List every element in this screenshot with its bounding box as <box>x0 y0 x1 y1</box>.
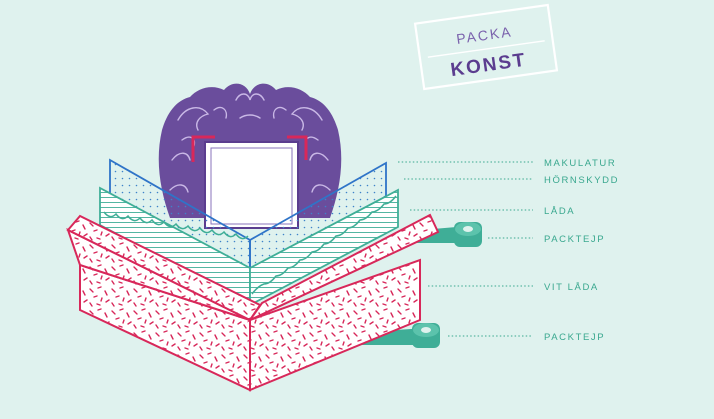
label-makulatur: MAKULATUR <box>544 158 616 169</box>
leader-lines <box>398 161 533 337</box>
label-hornskydd: HÖRNSKYDD <box>544 175 619 186</box>
lada-box <box>99 186 399 307</box>
label-packtejp-2: PACKTEJP <box>544 332 605 343</box>
badge-line1: PACKA <box>455 23 513 47</box>
label-lada: LÅDA <box>544 206 575 217</box>
title-badge: PACKA KONST <box>413 3 559 91</box>
label-packtejp-1: PACKTEJP <box>544 234 605 245</box>
corner-protector <box>191 135 308 162</box>
ornate-frame-icon <box>158 83 342 229</box>
label-vit-lada: VIT LÅDA <box>544 282 599 293</box>
vit-lada-box <box>66 213 440 392</box>
